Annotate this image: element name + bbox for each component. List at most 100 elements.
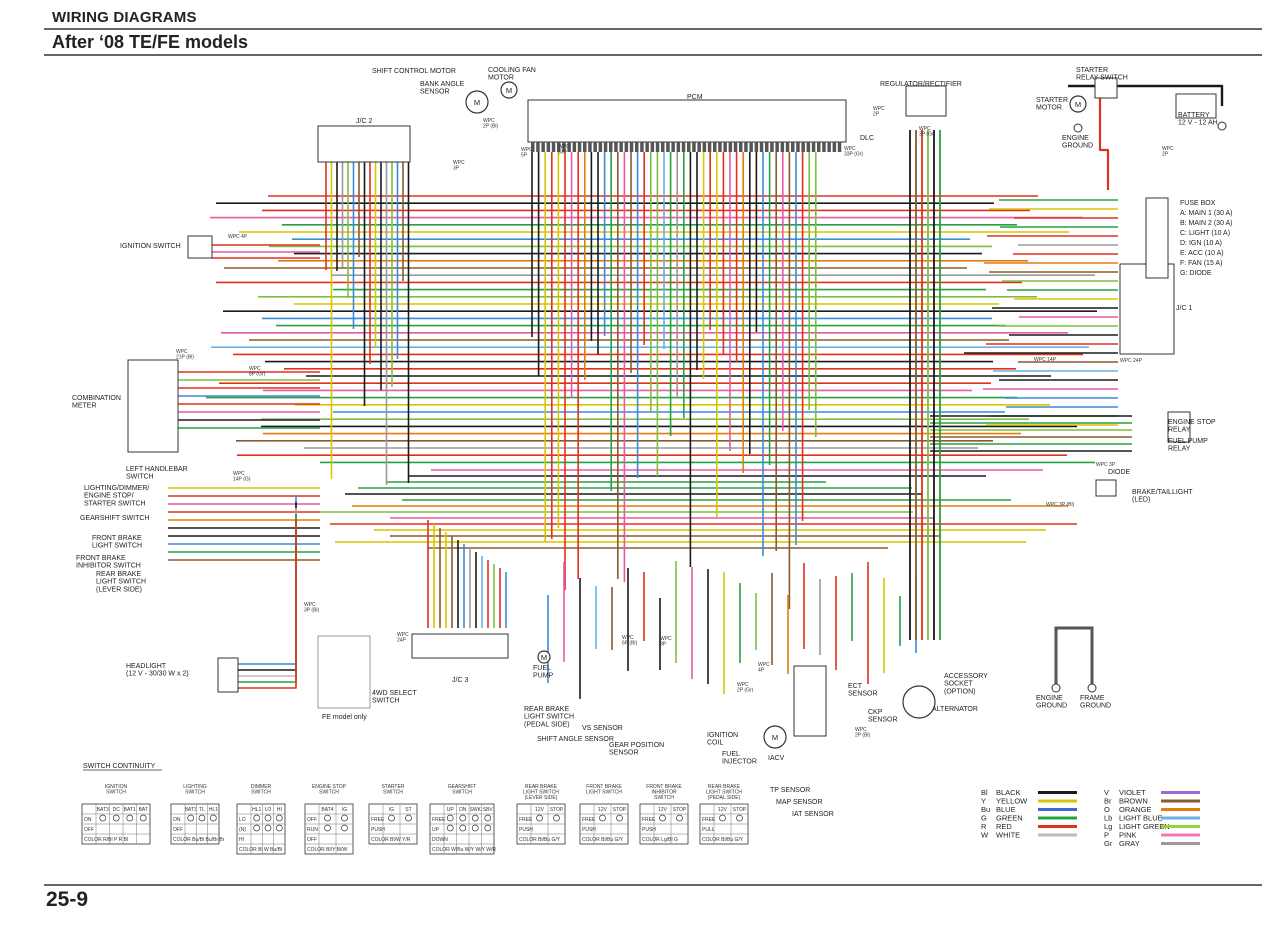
continuity-node [736,814,743,822]
pcm-pin [671,142,675,152]
starter-relay-box [1094,77,1118,99]
continuity-row-label: OFF [84,827,94,833]
continuity-node [264,814,272,822]
legend-name-V: VIOLET [1119,788,1146,797]
pcm-pin [801,142,805,152]
continuity-row-label: ON [173,817,181,823]
label-jc3: J/C 3 [452,677,468,684]
continuity-row-label: PUSH [582,827,596,833]
continuity-col-header: SWK [470,807,482,813]
throttle-body-box [793,665,827,737]
cooling-fan-motor-letter: M [506,86,512,95]
pcm-pin [546,142,551,152]
continuity-row-label: RUN [307,827,318,833]
starter-ground-terminal [1073,123,1083,133]
continuity-col-header: 12V [658,807,668,813]
engine-ground-top-terminal [1217,121,1227,131]
continuity-node [536,814,543,822]
pcm-pin [551,142,556,152]
continuity-node [324,824,331,832]
continuity-node [187,814,195,822]
continuity-row-label: COLOR Bl/Bu G/Y [519,837,561,843]
pcm-pin [707,142,712,152]
pcm-pin [572,142,577,152]
legend-code-Bu: Bu [981,805,990,814]
continuity-col-header: BAT3 [185,807,197,813]
continuity-row-label: LO [239,817,246,823]
legend-name-Lb: LIGHT BLUE [1119,814,1163,823]
starter-motor-letter: M [1075,100,1081,109]
legend-code-Y: Y [981,797,986,806]
pcm-pin [718,142,722,152]
engine-ground-terminal [1051,683,1061,693]
continuity-node [599,814,606,822]
label-fuse-item: F: FAN (15 A) [1180,260,1222,267]
pcm-pin [645,142,649,152]
headlight-connector [217,657,239,693]
label-regulator-rectifier: REGULATOR/RECTIFIER [880,81,962,88]
continuity-node [139,814,147,822]
continuity-col-header: STOP [550,807,564,813]
continuity-node [471,824,479,832]
continuity-node [275,814,283,822]
continuity-col-header: STOP [613,807,627,813]
continuity-row-label: OFF [307,837,317,843]
continuity-col-header: DC [113,807,121,813]
pcm-pin [619,142,623,152]
continuity-node [676,814,683,822]
pcm-pin [775,142,779,152]
continuity-row-label: DOWN [432,837,448,843]
continuity-node [324,814,331,822]
continuity-col-header: HI [277,807,282,813]
continuity-node [341,814,348,822]
headlight-wire [238,496,297,665]
pcm-pin [577,142,582,152]
continuity-node [719,814,726,822]
continuity-node [446,814,454,822]
continuity-row-label: COLOR Lg/Bl G [642,837,678,843]
pcm-pin [754,142,759,152]
pcm-pin [697,142,701,152]
page-title: After ‘08 TE/FE models [52,32,249,52]
regulator-rectifier-box [905,85,947,117]
continuity-col-header: 12V [718,807,728,813]
continuity-col-header: BAT [139,807,148,813]
iacv-letter: M [772,733,778,742]
pcm-pin [759,142,764,152]
frame-ground-terminal [1087,683,1097,693]
continuity-row-label: COLOR Bl W Bu/Bl [239,847,282,853]
label-shift-control-motor: SHIFT CONTROL MOTOR [372,68,456,75]
continuity-row-label: COLOR Bl/Bu G/Y [582,837,624,843]
pcm-pin [603,142,608,152]
continuity-row-label: COLOR Bl/W Y/R [371,837,411,843]
continuity-node [405,814,412,822]
headlight-wire [238,520,297,689]
pcm-pin [723,142,727,152]
legend-name-Bu: BLUE [996,805,1016,814]
label-dlc: DLC [860,135,874,142]
continuity-node [341,824,348,832]
legend-code-Br: Br [1104,797,1112,806]
label-tp-sensor: TP SENSOR [770,787,810,794]
